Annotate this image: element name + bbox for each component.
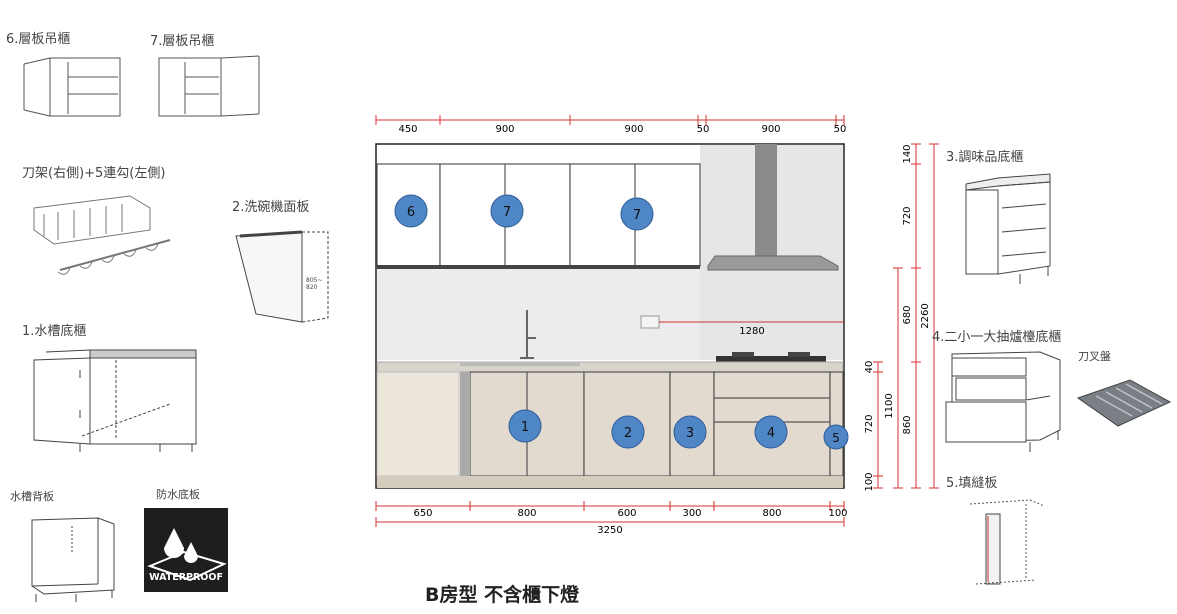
shelf-wall-cabinet-7-illustration: [158, 55, 260, 117]
waterproof-text: WATERPROOF: [149, 572, 223, 583]
upper-cabinets: [376, 163, 701, 267]
dim-bottom-3: 300: [682, 508, 701, 519]
upper-markers: [394, 194, 654, 231]
marker-lower-1: 2: [624, 426, 632, 441]
dim-top-3: 50: [697, 124, 710, 135]
sink-backboard-illustration: [31, 517, 115, 602]
label-sink-backboard: 水槽背板: [10, 490, 54, 503]
cutlery-tray-illustration: [1076, 379, 1172, 427]
toe-kick: [377, 476, 843, 488]
marker-upper-2: 7: [633, 208, 641, 223]
dishwasher-gap: [460, 372, 470, 476]
lower-open-area: [376, 371, 460, 477]
drawer-base-cabinet-illustration: [945, 351, 1061, 452]
dim-bottom-1: 800: [517, 508, 536, 519]
dim-bottom-4: 800: [762, 508, 781, 519]
dim-top-1: 900: [495, 124, 514, 135]
dim-total: 3250: [597, 525, 622, 536]
dim-top-4: 900: [761, 124, 780, 135]
label-sink-base-cabinet: 1.水槽底櫃: [22, 324, 87, 339]
dishwasher-panel-illustration: 805~ 820: [235, 230, 329, 323]
spice-base-cabinet-illustration: [965, 173, 1051, 284]
dim-top-5: 50: [834, 124, 847, 135]
bottom-dimension-line: [375, 501, 845, 527]
shelf-wall-cabinet-6-illustration: [23, 57, 121, 117]
dim-right-1: 720: [902, 206, 913, 225]
dim-right-5: 100: [864, 472, 875, 491]
water-drop-icon: [147, 528, 227, 582]
gas-cooktop: [716, 352, 826, 364]
label-shelf-wall-cabinet-7: 7.層板吊櫃: [150, 34, 215, 49]
dim-bottom-2: 600: [617, 508, 636, 519]
dim-right-4: 720: [864, 414, 875, 433]
marker-lower-3: 4: [767, 426, 775, 441]
label-drawer-base-cabinet: 4.二小一大抽爐檯底櫃: [932, 330, 1062, 345]
upper-cabinet-bottom-rail: [377, 265, 700, 269]
label-spice-base-cabinet: 3.調味品底櫃: [946, 150, 1024, 165]
countertop: [376, 361, 844, 373]
label-filler-board: 5.填縫板: [946, 476, 998, 491]
filler-board-illustration: [969, 499, 1045, 585]
label-waterproof-board: 防水底板: [156, 488, 200, 501]
knife-rack-illustration: [33, 195, 171, 275]
dim-right-2: 680: [902, 305, 913, 324]
lower-markers: [508, 409, 849, 450]
top-dimension-line: [375, 115, 845, 125]
dim-bottom-0: 650: [413, 508, 432, 519]
marker-lower-2: 3: [686, 426, 694, 441]
dim-right-3: 40: [864, 361, 875, 374]
dim-top-2: 900: [624, 124, 643, 135]
power-outlet: [640, 315, 660, 329]
dim-bottom-5: 100: [828, 508, 847, 519]
dishwasher-dim-a: 805~: [306, 277, 322, 284]
dim-right-mid-1: 860: [902, 415, 913, 434]
range-hood: [707, 144, 839, 271]
label-shelf-wall-cabinet-6: 6.層板吊櫃: [6, 32, 71, 47]
sink-base-cabinet-illustration: [33, 349, 197, 452]
marker-lower-0: 1: [521, 420, 529, 435]
label-dishwasher-panel: 2.洗碗機面板: [232, 200, 310, 215]
sink-rim: [460, 363, 580, 366]
dim-right-mid-0: 1100: [884, 393, 895, 418]
label-cutlery-tray: 刀叉盤: [1078, 350, 1111, 363]
right-dimension-lines: [873, 143, 939, 489]
marker-lower-4: 5: [832, 431, 840, 445]
label-knife-rack: 刀架(右側)+5連勾(左側): [22, 166, 166, 181]
faucet: [520, 310, 536, 359]
kitchen-elevation-drawing: 450 900 900 50 900 50 1280: [375, 115, 939, 536]
page-title: B房型 不含櫃下燈: [425, 584, 580, 606]
marker-upper-1: 7: [503, 205, 511, 220]
dim-top-0: 450: [398, 124, 417, 135]
dishwasher-dim-b: 820: [306, 284, 318, 291]
waterproof-badge: WATERPROOF: [144, 508, 228, 592]
dim-right-0: 140: [902, 144, 913, 163]
marker-upper-0: 6: [407, 205, 415, 220]
dim-right-outer: 2260: [920, 303, 931, 328]
dim-outlet: 1280: [739, 326, 764, 337]
